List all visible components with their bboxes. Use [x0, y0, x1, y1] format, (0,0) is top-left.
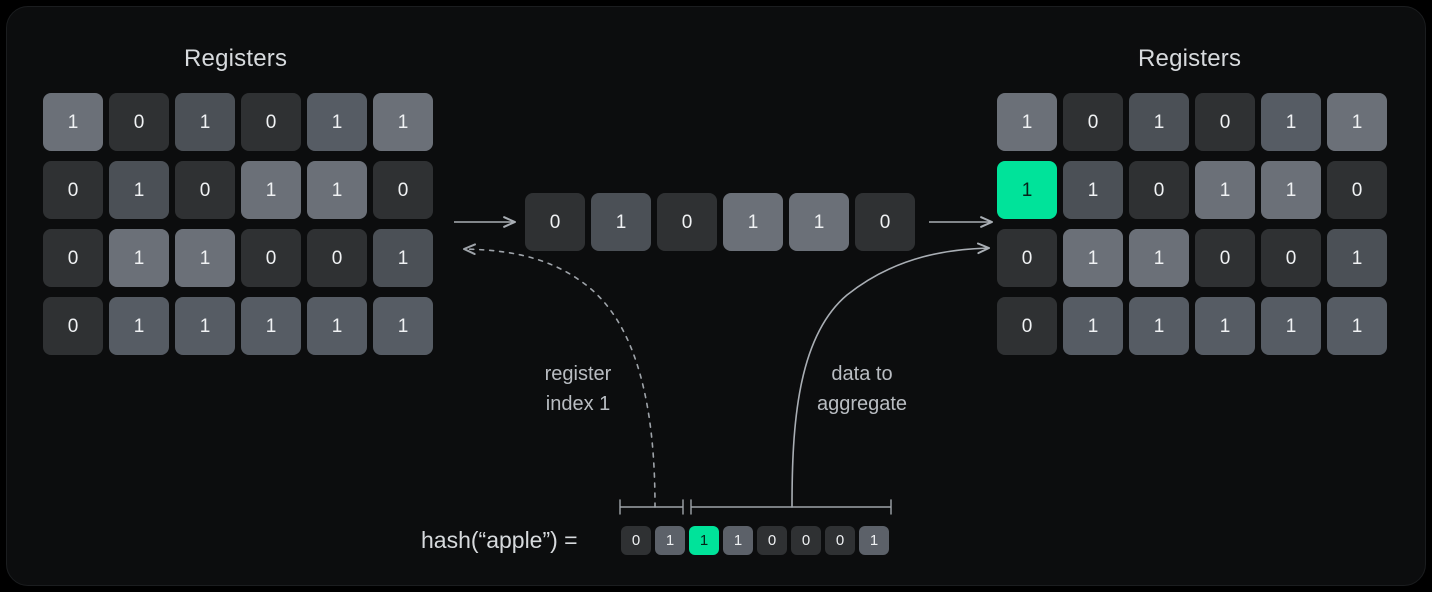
annotation-data-to-aggregate: data to aggregate — [816, 363, 908, 415]
register-cell[interactable]: 1 — [109, 229, 169, 287]
register-cell[interactable]: 1 — [307, 161, 367, 219]
register-cell[interactable]: 1 — [1261, 93, 1321, 151]
register-cell[interactable]: 0 — [43, 297, 103, 355]
register-cell[interactable]: 1 — [1327, 229, 1387, 287]
register-cell[interactable]: 1 — [1327, 93, 1387, 151]
hash-bit[interactable]: 1 — [859, 526, 889, 555]
middle-register-cell[interactable]: 0 — [525, 193, 585, 251]
hash-bit[interactable]: 1 — [723, 526, 753, 555]
hash-bit[interactable]: 0 — [825, 526, 855, 555]
register-cell[interactable]: 0 — [1261, 229, 1321, 287]
hash-bit[interactable]: 0 — [791, 526, 821, 555]
register-cell[interactable]: 1 — [1327, 297, 1387, 355]
register-cell[interactable]: 0 — [241, 229, 301, 287]
left-registers-title: Registers — [184, 45, 288, 72]
register-cell[interactable]: 0 — [43, 229, 103, 287]
hash-label: hash(“apple”) = — [421, 527, 578, 553]
register-cell[interactable]: 1 — [1063, 229, 1123, 287]
middle-register-cell[interactable]: 0 — [855, 193, 915, 251]
register-cell[interactable]: 0 — [241, 93, 301, 151]
register-cell[interactable]: 0 — [307, 229, 367, 287]
hash-bit[interactable]: 0 — [621, 526, 651, 555]
middle-register-cell[interactable]: 1 — [789, 193, 849, 251]
middle-register-cell[interactable]: 1 — [591, 193, 651, 251]
register-cell[interactable]: 1 — [109, 297, 169, 355]
register-cell[interactable]: 0 — [1129, 161, 1189, 219]
middle-register-cell[interactable]: 0 — [657, 193, 717, 251]
register-cell[interactable]: 1 — [373, 229, 433, 287]
register-cell[interactable]: 0 — [373, 161, 433, 219]
register-cell[interactable]: 1 — [175, 229, 235, 287]
bracket-data-span — [690, 499, 892, 515]
middle-register-cell[interactable]: 1 — [723, 193, 783, 251]
annotation-register-index: register index 1 — [544, 363, 612, 415]
register-cell[interactable]: 1 — [1261, 161, 1321, 219]
register-cell[interactable]: 1 — [1195, 161, 1255, 219]
register-cell[interactable]: 1 — [307, 297, 367, 355]
register-cell[interactable]: 0 — [175, 161, 235, 219]
register-cell[interactable]: 0 — [1327, 161, 1387, 219]
register-cell[interactable]: 1 — [997, 93, 1057, 151]
register-cell[interactable]: 1 — [373, 297, 433, 355]
register-cell[interactable]: 0 — [109, 93, 169, 151]
register-cell[interactable]: 0 — [997, 229, 1057, 287]
register-cell[interactable]: 0 — [1063, 93, 1123, 151]
register-cell[interactable]: 1 — [109, 161, 169, 219]
register-cell-highlighted[interactable]: 1 — [997, 161, 1057, 219]
register-cell[interactable]: 1 — [307, 93, 367, 151]
register-cell[interactable]: 1 — [43, 93, 103, 151]
register-cell[interactable]: 1 — [1195, 297, 1255, 355]
register-cell[interactable]: 0 — [1195, 93, 1255, 151]
bracket-index-span — [619, 499, 684, 515]
register-cell[interactable]: 0 — [43, 161, 103, 219]
register-cell[interactable]: 1 — [1261, 297, 1321, 355]
register-cell[interactable]: 1 — [175, 297, 235, 355]
register-cell[interactable]: 1 — [1063, 161, 1123, 219]
register-cell[interactable]: 1 — [1129, 93, 1189, 151]
register-cell[interactable]: 1 — [1129, 297, 1189, 355]
hash-bit-highlighted[interactable]: 1 — [689, 526, 719, 555]
right-registers-title: Registers — [1138, 45, 1242, 72]
hash-bit[interactable]: 1 — [655, 526, 685, 555]
register-cell[interactable]: 0 — [1195, 229, 1255, 287]
register-cell[interactable]: 0 — [997, 297, 1057, 355]
register-cell[interactable]: 1 — [175, 93, 235, 151]
hash-bit[interactable]: 0 — [757, 526, 787, 555]
register-cell[interactable]: 1 — [241, 297, 301, 355]
register-cell[interactable]: 1 — [373, 93, 433, 151]
register-cell[interactable]: 1 — [241, 161, 301, 219]
register-cell[interactable]: 1 — [1063, 297, 1123, 355]
register-cell[interactable]: 1 — [1129, 229, 1189, 287]
